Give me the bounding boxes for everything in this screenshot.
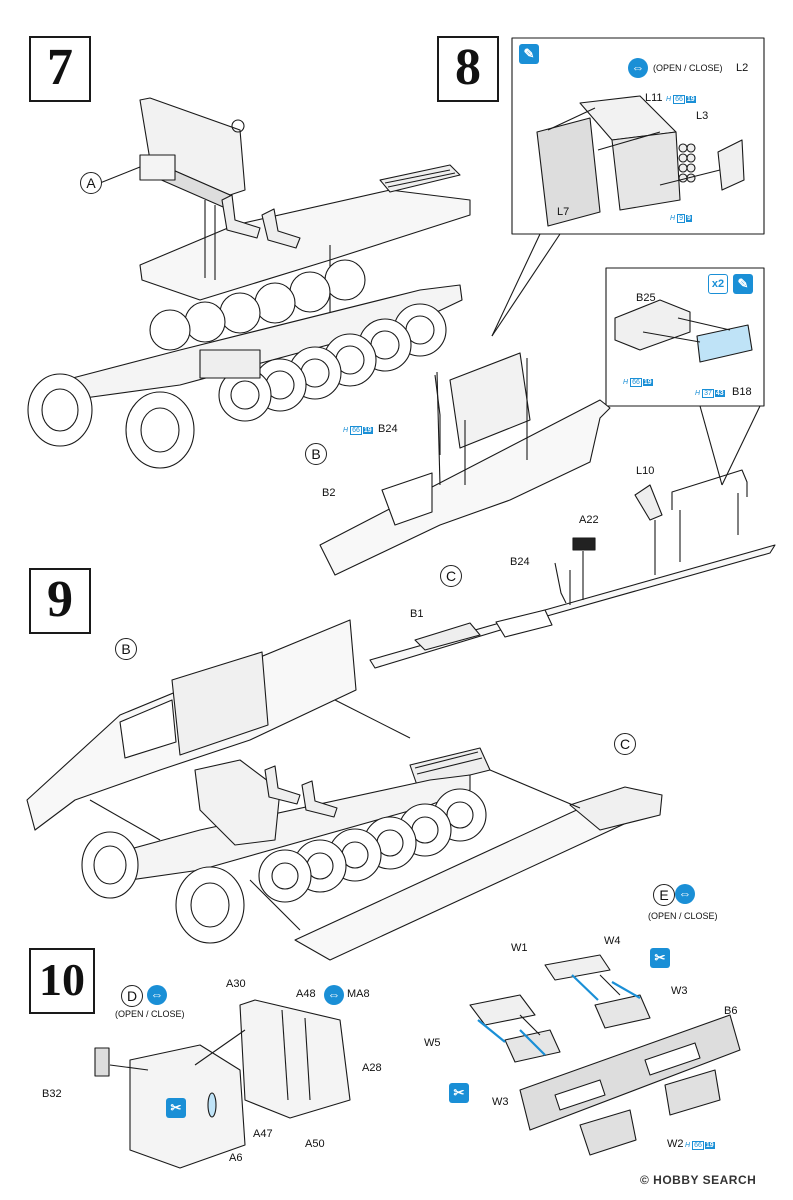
- subassembly-c-marker: C: [440, 565, 462, 587]
- part-label-b2: B2: [322, 487, 336, 499]
- part-label-b32: B32: [42, 1088, 62, 1100]
- part-label-w2: W2: [667, 1138, 684, 1150]
- part-label-l2: L2: [736, 62, 749, 74]
- subassembly-d-marker: D: [121, 985, 143, 1007]
- open-close-note-e: (OPEN / CLOSE): [648, 911, 718, 921]
- open-close-note-step8: (OPEN / CLOSE): [653, 63, 723, 73]
- part-label-b18: B18: [732, 386, 752, 398]
- movable-part-icon-d: ⇔: [147, 985, 167, 1005]
- part-label-ma8: MA8: [347, 988, 370, 1000]
- part-label-l3: L3: [696, 110, 709, 122]
- watermark-logo: © HOBBY SEARCH: [640, 1173, 757, 1187]
- movable-part-icon: ⇔: [628, 58, 648, 78]
- part-label-w3-lower: W3: [492, 1096, 509, 1108]
- step8-detail-drawing: [536, 95, 745, 227]
- step7-chassis-drawing: [27, 97, 471, 469]
- subassembly-a-marker: A: [80, 172, 102, 194]
- part-label-w1: W1: [511, 942, 528, 954]
- step9-drawing: [26, 619, 663, 961]
- step10-door-drawing: [94, 999, 351, 1169]
- cut-off-icon: ✂: [166, 1098, 186, 1118]
- part-label-a6: A6: [229, 1152, 243, 1164]
- part-label-b25: B25: [636, 292, 656, 304]
- part-label-b24: B24: [378, 423, 398, 435]
- part-label-a30: A30: [226, 978, 246, 990]
- part-label-a47: A47: [253, 1128, 273, 1140]
- cement-brush-icon-2: ✎: [733, 274, 753, 294]
- part-label-a22: A22: [579, 514, 599, 526]
- movable-part-icon-ma8: ⇔: [324, 985, 344, 1005]
- subassembly-c-marker-step9: C: [614, 733, 636, 755]
- part-label-b1: B1: [410, 608, 424, 620]
- part-label-l10: L10: [636, 465, 655, 477]
- step-7-number: 7: [29, 36, 91, 102]
- cement-brush-icon: ✎: [519, 44, 539, 64]
- step-9-number: 9: [29, 568, 91, 634]
- part-label-b24-lower: B24: [510, 556, 530, 568]
- part-label-l11: L11: [645, 92, 663, 104]
- step-10-number: 10: [29, 948, 95, 1014]
- part-label-w5: W5: [424, 1037, 441, 1049]
- part-label-b6: B6: [724, 1005, 738, 1017]
- step-8-number: 8: [437, 36, 499, 102]
- step8-detail-drawing-2: [614, 299, 753, 363]
- step10-stowage-drawing: [469, 954, 741, 1156]
- subassembly-e-marker: E: [653, 884, 675, 906]
- subassembly-b-marker-step9: B: [115, 638, 137, 660]
- cut-off-icon-2: ✂: [650, 948, 670, 968]
- movable-part-icon-e: ⇔: [675, 884, 695, 904]
- part-label-a28: A28: [362, 1062, 382, 1074]
- part-label-a50: A50: [305, 1138, 325, 1150]
- cut-off-icon-3: ✂: [449, 1083, 469, 1103]
- part-label-a48: A48: [296, 988, 316, 1000]
- part-label-w3: W3: [671, 985, 688, 997]
- part-label-l7: L7: [557, 206, 570, 218]
- open-close-note-d: (OPEN / CLOSE): [115, 1009, 185, 1019]
- step8-hull-drawing: [319, 352, 776, 669]
- quantity-x2-icon: x2: [708, 274, 728, 294]
- part-label-w4: W4: [604, 935, 621, 947]
- subassembly-b-marker: B: [305, 443, 327, 465]
